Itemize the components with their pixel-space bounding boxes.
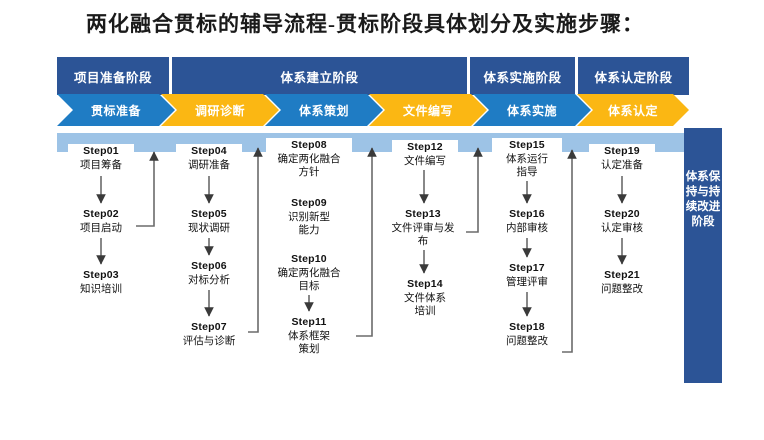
step-id: Step15 — [509, 139, 545, 151]
chevron-system-impl: 体系实施 — [473, 94, 591, 126]
step-label: 评估与诊断 — [182, 334, 236, 347]
step-id: Step18 — [509, 321, 545, 333]
step-label: 现状调研 — [188, 221, 230, 234]
step-id: Step09 — [291, 197, 327, 209]
step-label: 文件体系 培训 — [404, 291, 446, 318]
step-label: 项目启动 — [80, 221, 122, 234]
step-id: Step19 — [604, 145, 640, 157]
step-label: 文件编写 — [404, 154, 446, 167]
step-id: Step01 — [83, 145, 119, 157]
step-label: 管理评审 — [506, 275, 548, 288]
step-label: 体系运行 指导 — [506, 152, 548, 179]
step-id: Step21 — [604, 269, 640, 281]
step-label: 识别新型 能力 — [288, 210, 330, 237]
chevron-system-plan: 体系策划 — [265, 94, 383, 126]
step-id: Step04 — [191, 145, 227, 157]
step-id: Step02 — [83, 208, 119, 220]
step-id: Step03 — [83, 269, 119, 281]
step-label: 认定准备 — [601, 158, 643, 171]
step-id: Step20 — [604, 208, 640, 220]
phase-bar-system-certify: 体系认定阶段 — [578, 57, 689, 95]
chevron-row: 贯标准备 调研诊断 体系策划 文件编写 体系实施 体系认定 — [57, 94, 689, 126]
chevron-system-certify: 体系认定 — [577, 94, 689, 126]
step-label: 问题整改 — [601, 282, 643, 295]
side-panel-maintain-phase: 体系保持与持续改进阶段 — [684, 128, 722, 383]
step-label: 知识培训 — [80, 282, 122, 295]
step-id: Step05 — [191, 208, 227, 220]
page-title: 两化融合贯标的辅导流程-贯标阶段具体划分及实施步骤： — [86, 12, 644, 36]
step-id: Step12 — [407, 141, 443, 153]
chevron-doc-writing: 文件编写 — [369, 94, 487, 126]
phase-bar-system-build: 体系建立阶段 — [172, 57, 467, 95]
step-label: 确定两化融合 目标 — [277, 266, 341, 293]
step-id: Step07 — [191, 321, 227, 333]
step-id: Step08 — [291, 139, 327, 151]
step-id: Step13 — [405, 208, 441, 220]
phase-bar-project-prep: 项目准备阶段 — [57, 57, 169, 95]
step-id: Step16 — [509, 208, 545, 220]
step-label: 调研准备 — [188, 158, 230, 171]
step-label: 体系框架 策划 — [288, 329, 330, 356]
step-id: Step10 — [291, 253, 327, 265]
step-label: 项目筹备 — [80, 158, 122, 171]
step-id: Step06 — [191, 260, 227, 272]
step-id: Step17 — [509, 262, 545, 274]
step-label: 内部审核 — [506, 221, 548, 234]
step-label: 对标分析 — [188, 273, 230, 286]
chevron-guanbiao-prep: 贯标准备 — [57, 94, 175, 126]
step-label: 问题整改 — [506, 334, 548, 347]
phase-bar-system-impl: 体系实施阶段 — [470, 57, 575, 95]
step-id: Step14 — [407, 278, 443, 290]
step-label: 认定审核 — [601, 221, 643, 234]
chevron-research-diag: 调研诊断 — [161, 94, 279, 126]
step-label: 确定两化融合 方针 — [277, 152, 341, 179]
step-label: 文件评审与发 布 — [391, 221, 455, 248]
step-id: Step11 — [291, 316, 327, 328]
